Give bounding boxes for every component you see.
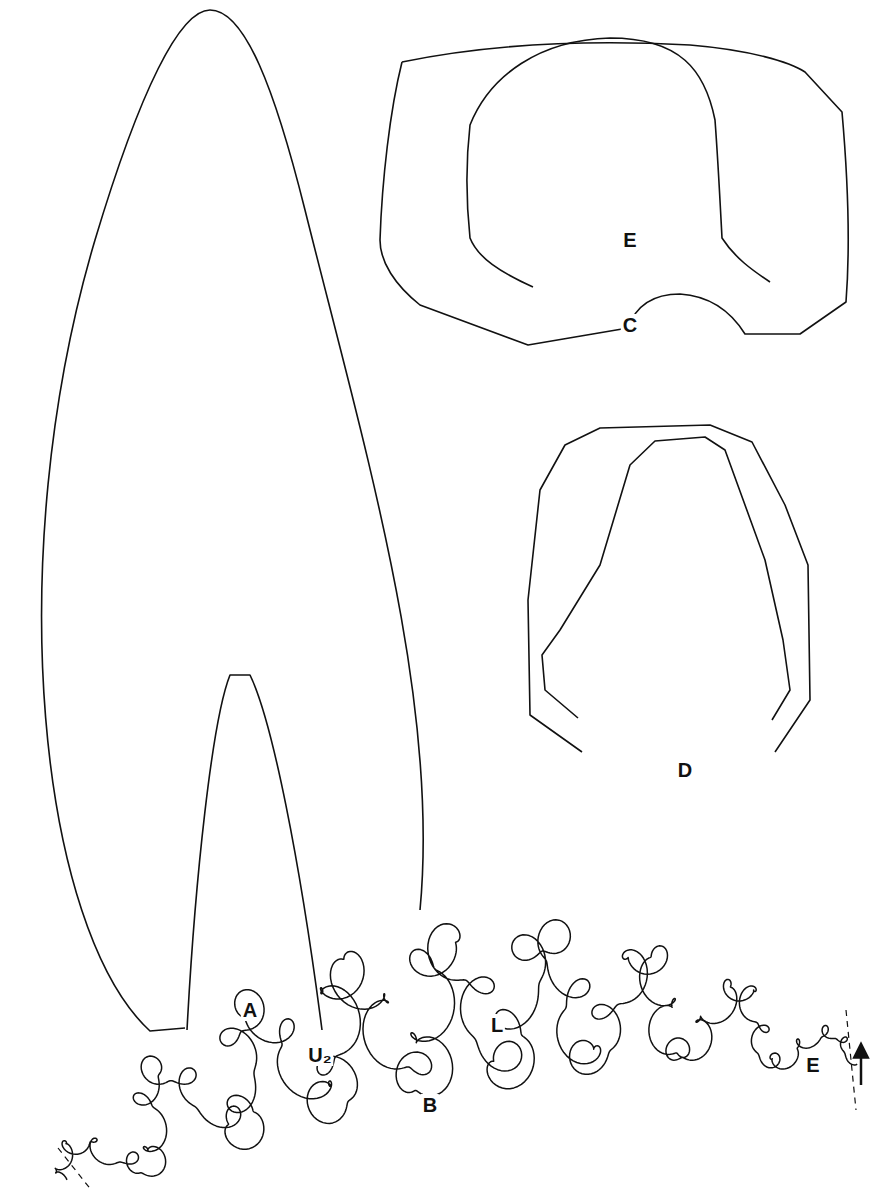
part-label: D: [676, 759, 694, 781]
whorl-outline: [42, 10, 424, 1031]
whorl-section-outer: [380, 43, 848, 345]
direction-arrow: [860, 1050, 863, 1085]
umbilical-notch: [187, 675, 322, 1030]
part-label: B: [421, 1094, 439, 1116]
part-label: U₂: [306, 1044, 333, 1066]
suture-line: [55, 920, 857, 1180]
whorl-section-inner: [467, 38, 770, 287]
part-label: A: [241, 999, 259, 1021]
part-label: L: [489, 1014, 505, 1036]
part-label: E: [621, 229, 638, 251]
whorl-section-outer: [528, 425, 810, 752]
part-label: E: [804, 1054, 821, 1076]
whorl-section-inner: [542, 437, 790, 720]
part-label: C: [621, 314, 639, 336]
